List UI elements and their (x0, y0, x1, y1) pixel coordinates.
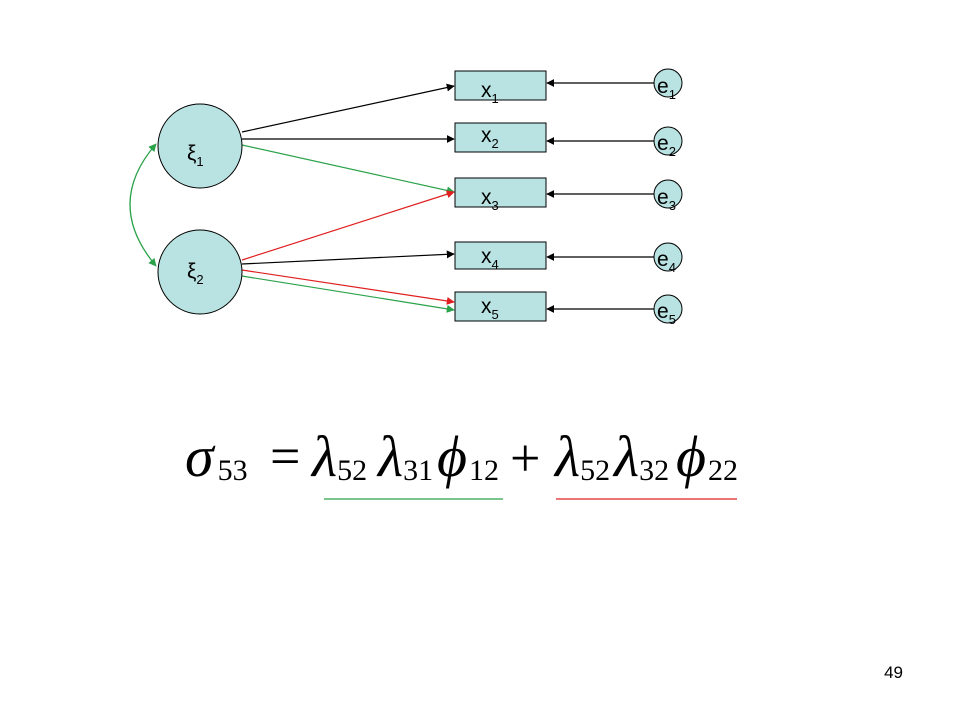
formula-term1-phi: ϕ12 (437, 424, 499, 489)
svg-text:e3: e3 (657, 186, 676, 213)
svg-text:e5: e5 (657, 300, 676, 327)
svg-text:x4: x4 (481, 245, 499, 272)
covariance-arrow-xi1-xi2 (129, 143, 157, 267)
formula-term2-lambda1: λ52 (553, 424, 610, 489)
svg-text:ξ2: ξ2 (187, 260, 204, 287)
error-e5: e5 (653, 294, 683, 327)
page-number: 49 (884, 663, 903, 682)
svg-text:e2: e2 (657, 132, 676, 159)
svg-text:ξ1: ξ1 (187, 142, 204, 169)
svg-text:e4: e4 (657, 248, 676, 275)
svg-text:x1: x1 (481, 79, 499, 106)
loading-arrow-xi1-x3 (241, 144, 455, 195)
formula-term2-lambda2: λ32 (612, 424, 669, 489)
formula-plus: + (510, 428, 540, 488)
indicator-x5: x5 (454, 291, 547, 322)
svg-text:x2: x2 (481, 124, 499, 151)
formula-term2-phi: ϕ22 (676, 424, 738, 489)
svg-text:e1: e1 (657, 75, 676, 102)
latent-xi2: ξ2 (157, 229, 243, 315)
formula-term1-lambda1: λ52 (310, 424, 367, 489)
loading-arrow-xi2-x5-green (241, 275, 455, 313)
loading-arrow-xi1-x1 (241, 83, 455, 133)
error-e1: e1 (653, 68, 683, 102)
loading-arrow-xi2-x3 (241, 190, 455, 261)
svg-text:x3: x3 (481, 186, 499, 213)
loading-arrow-xi2-x5-red (241, 269, 455, 305)
error-e4: e4 (653, 242, 683, 275)
formula-term1-lambda2: λ31 (376, 424, 433, 489)
indicator-x1: x1 (454, 70, 547, 106)
error-e2: e2 (653, 126, 683, 159)
loading-arrow-xi2-x4 (241, 250, 455, 265)
indicator-x2: x2 (454, 122, 547, 153)
svg-text:x5: x5 (481, 295, 499, 322)
latent-xi1: ξ1 (157, 103, 243, 189)
indicator-x4: x4 (454, 241, 547, 272)
indicator-x3: x3 (454, 177, 547, 213)
error-e3: e3 (653, 179, 683, 213)
formula-equals: = (270, 426, 300, 486)
